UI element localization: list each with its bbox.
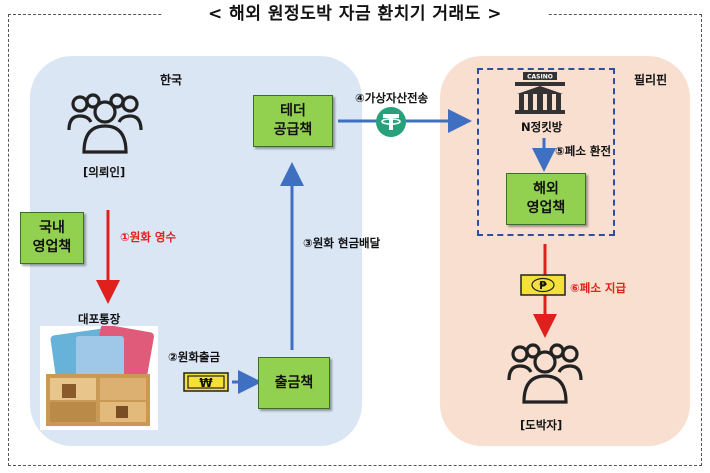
tether-supplier-text: 테더 공급책	[273, 103, 313, 138]
won-banknote-icon: ₩	[183, 372, 229, 392]
diagram-title: < 해외 원정도박 자금 환치기 거래도 >	[162, 1, 548, 27]
step3-label: ③원화 현금배달	[303, 236, 381, 250]
tether-coin-icon	[376, 107, 406, 137]
casino-building-icon: CASINO	[515, 72, 565, 114]
bank-cards-icon	[40, 326, 158, 430]
gambler-label: [도박자]	[520, 418, 563, 432]
withdrawal-text: 출금책	[274, 374, 314, 391]
step2-label: ②원화출금	[168, 350, 221, 364]
step5-label: ⑤페소 환전	[555, 144, 612, 158]
overseas-sales-text: 해외 영업책	[526, 181, 566, 216]
philippines-region	[440, 56, 690, 446]
domestic-sales-box: 국내 영업책	[20, 212, 84, 264]
won-symbol: ₩	[199, 376, 213, 390]
bank-accounts-label: 대포통장	[78, 312, 121, 326]
step4-label: ④가상자산전송	[355, 91, 429, 105]
client-people-icon	[67, 93, 143, 154]
peso-banknote-icon: ₱	[520, 274, 566, 296]
peso-symbol: ₱	[539, 279, 547, 292]
client-label: [의뢰인]	[83, 165, 126, 179]
step6-label: ⑥페소 지급	[570, 281, 627, 295]
domestic-sales-text: 국내 영업책	[32, 220, 72, 255]
philippines-region-label: 필리핀	[634, 73, 668, 87]
tether-supplier-box: 테더 공급책	[253, 95, 333, 147]
withdrawal-box: 출금책	[258, 357, 330, 409]
chip-room-group	[477, 68, 615, 236]
korea-region-label: 한국	[160, 73, 183, 87]
step1-label: ①원화 영수	[120, 230, 177, 244]
gambler-people-icon	[507, 343, 583, 404]
chip-room-label: N정킷방	[521, 120, 563, 134]
casino-sign-text: CASINO	[527, 74, 553, 81]
overseas-sales-box: 해외 영업책	[506, 173, 586, 225]
